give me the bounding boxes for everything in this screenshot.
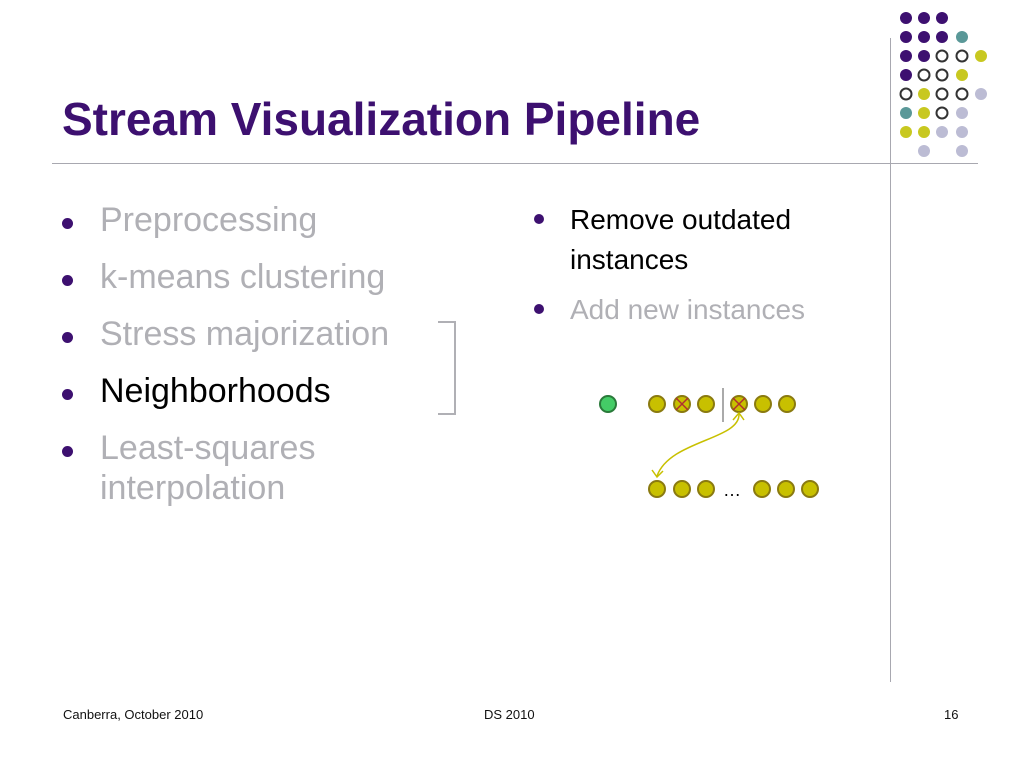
bullet-text: Neighborhoods (100, 372, 331, 410)
right-bullet-list: Remove outdated instances Add new instan… (530, 200, 870, 340)
instance-node (648, 395, 666, 413)
vertical-divider (890, 38, 891, 682)
move-arrow (656, 413, 740, 477)
instance-node (754, 395, 772, 413)
instance-node (777, 480, 795, 498)
bullet-icon (62, 275, 73, 286)
footer-location-date: Canberra, October 2010 (63, 707, 204, 722)
bullet-icon (62, 218, 73, 229)
instance-node (697, 480, 715, 498)
footer-conference: DS 2010 (484, 707, 535, 722)
removed-instance-node (673, 395, 691, 413)
instance-node (753, 480, 771, 498)
bullet-text: Remove outdated instances (570, 204, 792, 275)
bullet-text: Add new instances (570, 294, 806, 325)
footer-page-number: 16 (944, 707, 959, 722)
bullet-preprocessing: Preprocessing (62, 200, 462, 240)
bullet-neighborhoods: Neighborhoods (62, 371, 462, 411)
title-divider (52, 163, 978, 164)
slide-title: Stream Visualization Pipeline (62, 93, 701, 145)
instance-node (801, 480, 819, 498)
bullet-text: Preprocessing (100, 201, 318, 239)
bullet-add-new-instances: Add new instances (530, 290, 870, 330)
bullet-stress-majorization: Stress majorization (62, 314, 462, 354)
bullet-text: k-means clustering (100, 258, 386, 296)
move-arrow-head-top (732, 411, 745, 421)
bullet-icon (62, 446, 73, 457)
bullet-text: Stress majorization (100, 315, 390, 353)
new-instance-node (599, 395, 617, 413)
bullet-icon (62, 389, 73, 400)
removed-instance-node (730, 395, 748, 413)
bullet-remove-outdated-instances: Remove outdated instances (530, 200, 870, 280)
instance-node (697, 395, 715, 413)
decorative-dot-grid (899, 12, 987, 157)
instance-node (673, 480, 691, 498)
bullet-icon (62, 332, 73, 343)
grouping-bracket (438, 321, 456, 415)
stream-window-diagram: … (599, 388, 819, 500)
bullet-icon (534, 214, 544, 224)
bullet-k-means-clustering: k-means clustering (62, 257, 462, 297)
instance-node (778, 395, 796, 413)
instance-node (648, 480, 666, 498)
move-arrow-head-bottom (651, 469, 664, 479)
bullet-text: Least-squares interpolation (100, 429, 316, 507)
left-bullet-list: Preprocessing k-means clustering Stress … (62, 200, 462, 525)
ellipsis-label: … (723, 480, 741, 500)
bullet-least-squares-interpolation: Least-squares interpolation (62, 428, 462, 508)
bullet-icon (534, 304, 544, 314)
